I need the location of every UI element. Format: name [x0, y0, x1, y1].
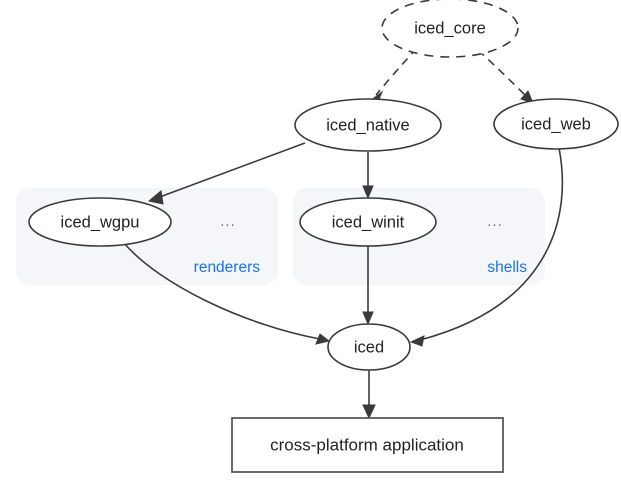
node-iced[interactable]: iced — [327, 323, 411, 371]
node-iced_wgpu-label: iced_wgpu — [61, 213, 140, 231]
arrowhead-iced_wgpu-iced — [315, 333, 331, 345]
node-iced_native[interactable]: iced_native — [294, 98, 442, 152]
node-iced_native-shape[interactable] — [294, 98, 442, 152]
node-iced_wgpu[interactable]: iced_wgpu — [28, 197, 172, 247]
node-iced-shape[interactable] — [327, 323, 411, 371]
arrowhead-iced_native-iced_wgpu — [147, 190, 164, 205]
node-iced_web[interactable]: iced_web — [493, 98, 619, 150]
node-application-label: cross-platform application — [270, 435, 464, 454]
edge-iced_core-to-iced_native — [375, 47, 418, 96]
arrowhead-iced_web-iced — [409, 335, 425, 347]
node-iced_web-shape[interactable] — [493, 98, 619, 150]
node-iced_winit[interactable]: iced_winit — [299, 197, 437, 247]
node-iced_core-shape[interactable] — [381, 0, 519, 58]
node-iced_core-label: iced_core — [414, 19, 486, 37]
node-iced_core[interactable]: iced_core — [381, 0, 519, 58]
node-application[interactable]: cross-platform application — [231, 417, 504, 473]
node-iced_native-label: iced_native — [326, 116, 409, 134]
arrowhead-iced_winit-iced — [362, 311, 374, 326]
node-iced_web-label: iced_web — [521, 115, 591, 133]
arrowhead-iced_native-iced_winit — [362, 185, 374, 200]
edge-iced_core-to-iced_web — [477, 49, 528, 98]
edge-iced_native-to-iced_wgpu — [156, 142, 306, 199]
cluster-shells-ellipsis: ... — [487, 213, 503, 230]
node-iced-label: iced — [354, 338, 384, 356]
cluster-shells-label: shells — [487, 259, 527, 276]
edge-iced_web-to-iced — [419, 147, 564, 341]
arrowhead-iced-application — [362, 404, 376, 420]
arrowhead-iced_core-iced_web — [520, 90, 534, 104]
node-iced_winit-shape[interactable] — [299, 197, 437, 247]
node-iced_wgpu-shape[interactable] — [28, 197, 172, 247]
cluster-renderers-label: renderers — [194, 259, 261, 276]
node-application-shape[interactable] — [231, 417, 504, 473]
edge-iced_wgpu-to-iced — [123, 242, 321, 340]
cluster-renderers-ellipsis: ... — [220, 213, 236, 230]
node-iced_winit-label: iced_winit — [332, 213, 405, 231]
